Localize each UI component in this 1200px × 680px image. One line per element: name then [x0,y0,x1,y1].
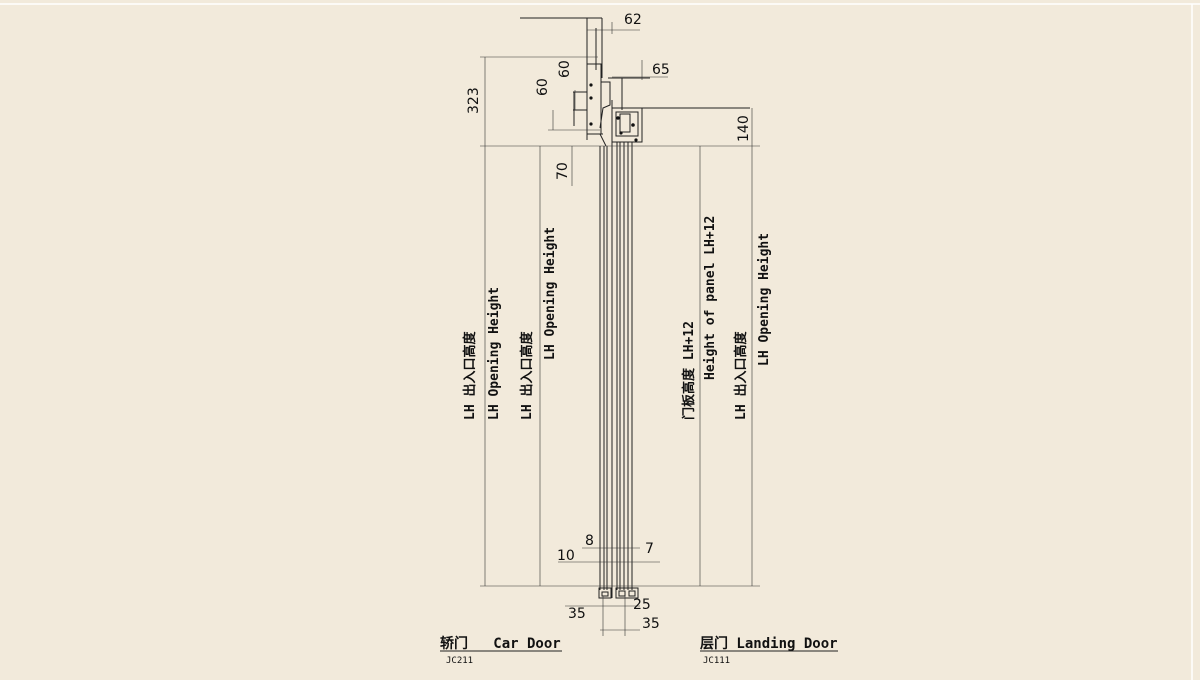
panel-height-label-cn: 门板高度 LH+12 [681,321,697,420]
car-lh-label-en-2: LH Opening Height [543,227,558,360]
dim-25: 25 [633,597,651,613]
landing-lh-label-en: LH Opening Height [757,233,772,366]
dim-7: 7 [645,541,654,557]
dim-35-right: 35 [642,616,660,632]
dimension-lines [480,22,760,636]
landing-door-title: 层门 Landing Door [700,635,838,652]
car-lh-label-cn: LH 出入口高度 [462,331,478,420]
car-door-code: JC211 [446,656,473,666]
dim-140: 140 [736,115,752,142]
dim-65: 65 [652,62,670,78]
panel-height-label-en: Height of panel LH+12 [703,216,718,380]
dim-35-left: 35 [568,606,586,622]
dim-8: 8 [585,533,594,549]
car-door-header [520,17,611,147]
car-lh-label-en: LH Opening Height [487,287,502,420]
landing-door-code: JC111 [703,656,730,666]
car-sill [598,587,612,599]
landing-door-header [608,77,750,143]
landing-door-panel [616,142,633,590]
car-door-title: 轿门 Car Door [440,635,561,652]
car-lh-label-cn-2: LH 出入口高度 [519,331,535,420]
landing-lh-label-cn: LH 出入口高度 [733,331,749,420]
dim-70: 70 [555,162,571,180]
car-door-caption: 轿门 Car Door JC211 [440,635,562,666]
dim-60-upper: 60 [557,60,573,78]
landing-sill [615,587,639,599]
dim-60-lower: 60 [535,78,551,96]
dim-323: 323 [466,87,482,114]
landing-door-caption: 层门 Landing Door JC111 [700,635,838,666]
dim-62: 62 [624,12,642,28]
dim-10: 10 [557,548,575,564]
car-door-panel [599,100,613,598]
